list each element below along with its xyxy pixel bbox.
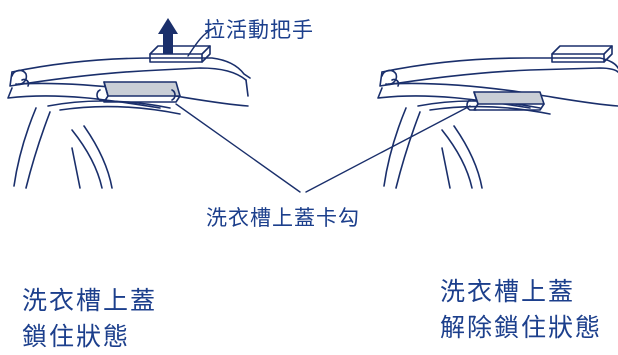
lid-hook-label: 洗衣槽上蓋卡勾	[206, 206, 360, 230]
leader-locked-hook	[175, 103, 301, 193]
lid-hook-locked	[96, 81, 181, 103]
unlocked-state-line1: 洗衣槽上蓋	[440, 277, 576, 306]
locked-state-line1: 洗衣槽上蓋	[22, 286, 158, 315]
unlocked-state-line2: 解除鎖住狀態	[440, 313, 603, 342]
pull-handle-label: 拉活動把手	[204, 18, 314, 42]
locked-lid-illustration	[7, 45, 251, 189]
lid-top	[11, 57, 251, 79]
pull-handle	[149, 45, 211, 63]
lid-hook-unlocked	[466, 91, 545, 111]
locked-state-line2: 鎖住狀態	[22, 322, 131, 351]
up-arrow-icon	[158, 18, 178, 54]
locked-state-caption: 洗衣槽上蓋 鎖住狀態	[22, 283, 157, 355]
leader-unlocked-hook	[305, 105, 471, 193]
unlocked-lid-illustration	[377, 45, 618, 189]
unlocked-state-caption: 洗衣槽上蓋 解除鎖住狀態	[440, 274, 602, 346]
